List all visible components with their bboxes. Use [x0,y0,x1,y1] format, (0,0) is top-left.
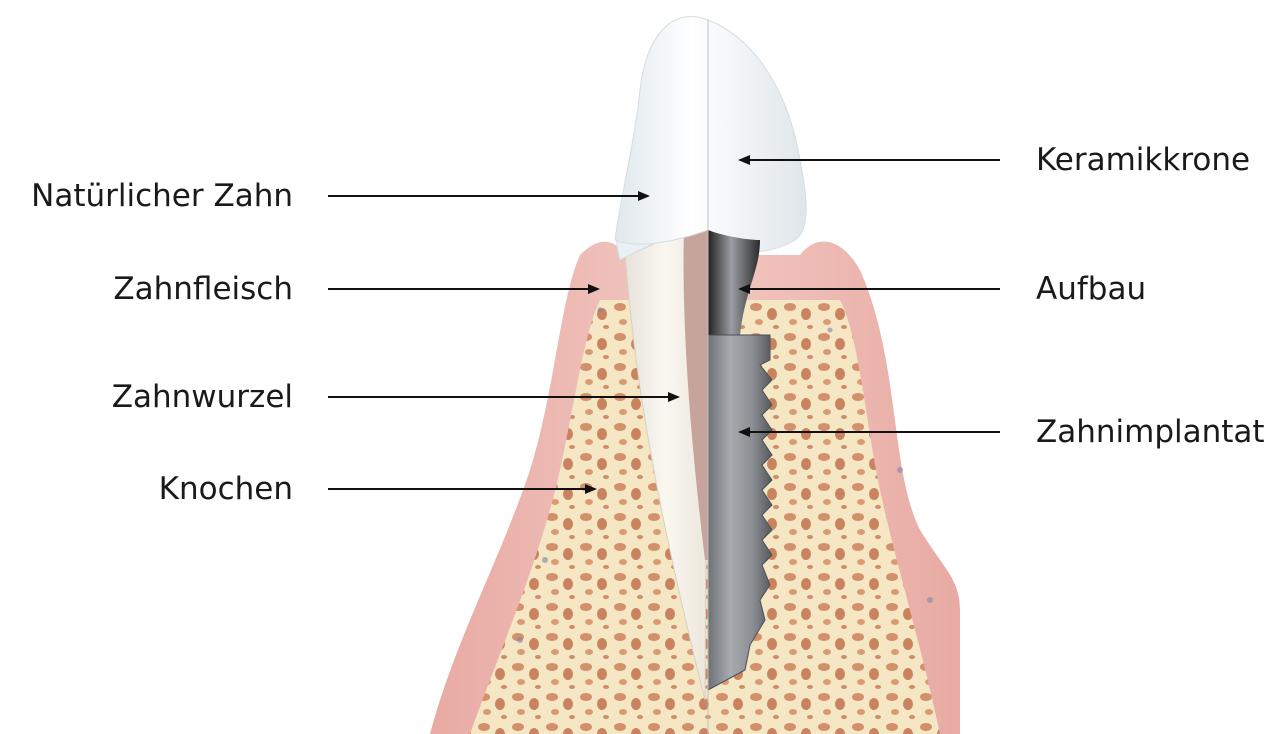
ceramic-crown-shape [615,16,806,251]
label-natural-tooth: Natürlicher Zahn [31,178,293,214]
label-gum: Zahnfleisch [113,271,293,307]
label-implant: Zahnimplantat [1036,414,1265,450]
label-abutment: Aufbau [1036,271,1146,307]
label-tooth-root: Zahnwurzel [112,379,293,415]
label-ceramic-crown: Keramikkrone [1036,142,1250,178]
label-bone: Knochen [159,471,293,507]
